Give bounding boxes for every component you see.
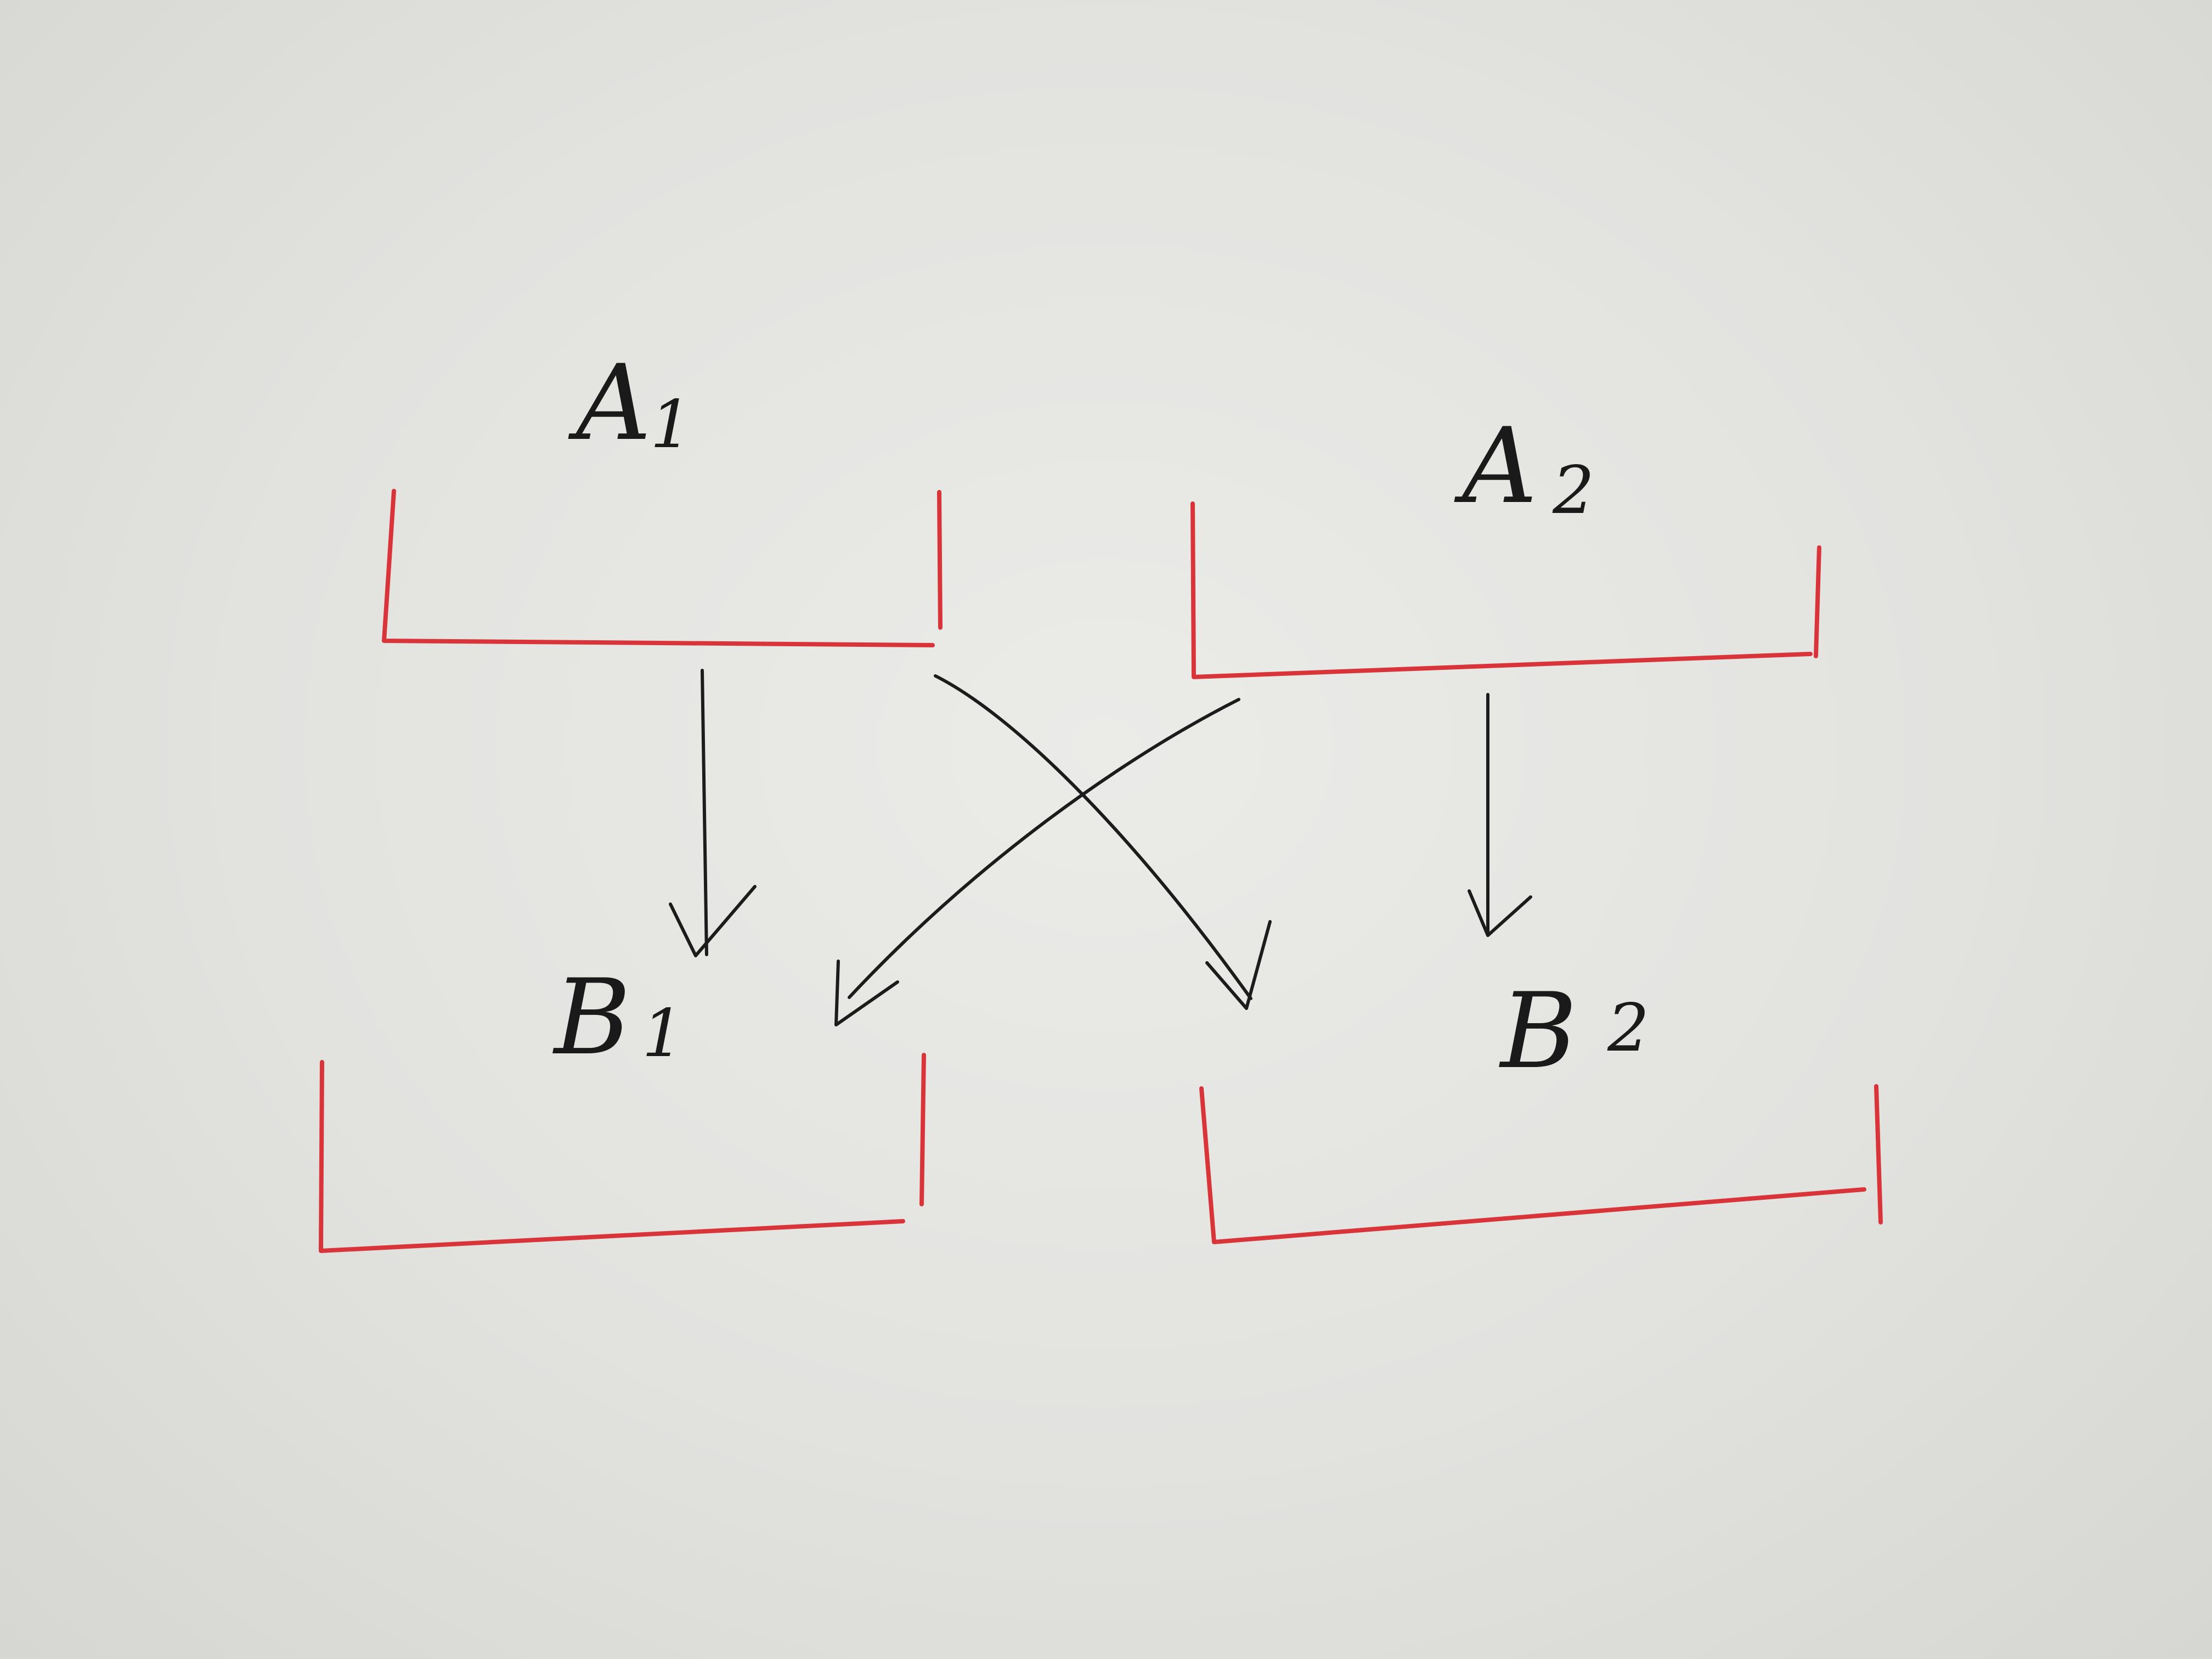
node-a1-bracket bbox=[382, 489, 943, 647]
edge-a1-b2-line bbox=[934, 674, 1252, 1000]
node-b1: B 1 bbox=[319, 957, 926, 1253]
edge-a1-b1 bbox=[669, 669, 757, 957]
node-a2-bracket bbox=[1190, 501, 1821, 679]
node-a2-index: 2 bbox=[1552, 453, 1594, 529]
edge-a1-b1-line bbox=[701, 669, 708, 956]
edge-a1-b2 bbox=[934, 674, 1272, 1010]
edge-a2-b1-line bbox=[848, 698, 1240, 999]
node-b1-bracket bbox=[319, 1053, 926, 1253]
node-a2-letter: A bbox=[1454, 405, 1537, 527]
edge-a1-b2-arrowhead bbox=[1205, 920, 1272, 1010]
node-b1-letter: B bbox=[552, 957, 631, 1078]
node-a2: A 2 bbox=[1190, 405, 1821, 679]
node-a1-index: 1 bbox=[650, 387, 692, 463]
node-b2-index: 2 bbox=[1607, 990, 1649, 1066]
node-a1-letter: A bbox=[568, 342, 651, 464]
node-a1: A 1 bbox=[382, 342, 943, 647]
node-b2-letter: B bbox=[1499, 970, 1577, 1092]
edge-a1-b1-arrowhead bbox=[669, 885, 757, 957]
node-b1-index: 1 bbox=[642, 996, 684, 1072]
edge-a2-b2 bbox=[1468, 693, 1532, 937]
node-b2-bracket bbox=[1199, 1084, 1883, 1244]
edge-a2-b1-arrowhead bbox=[834, 960, 899, 1026]
node-b2: B 2 bbox=[1199, 970, 1883, 1244]
edge-a2-b1 bbox=[834, 698, 1240, 1026]
edge-a2-b2-arrowhead bbox=[1468, 889, 1532, 937]
